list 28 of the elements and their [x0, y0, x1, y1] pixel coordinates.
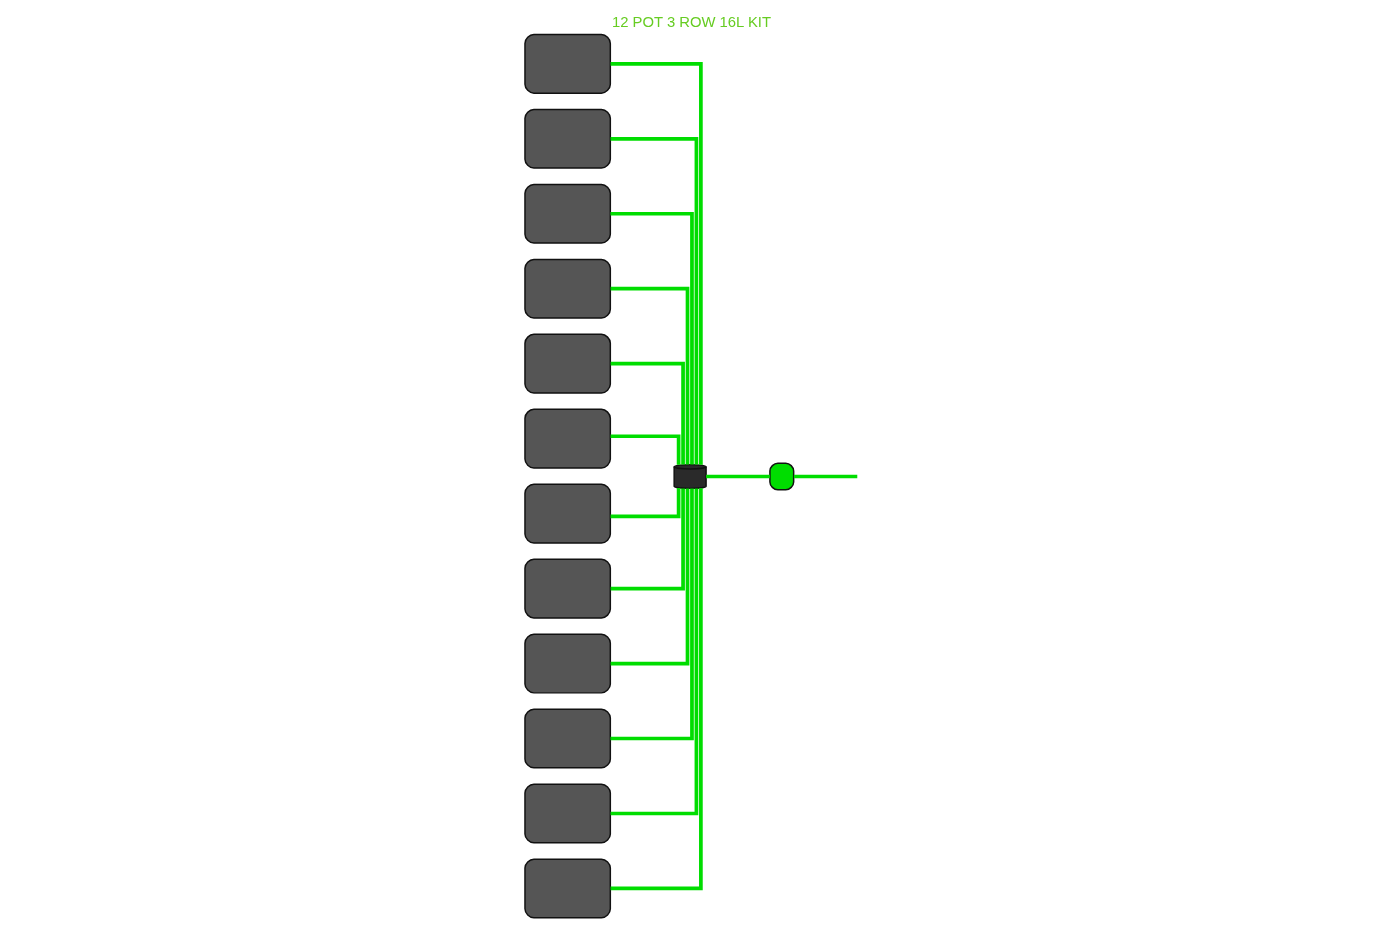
node-box [523, 483, 611, 544]
connector [610, 61, 703, 465]
node-box [523, 558, 611, 619]
node-box [523, 33, 611, 94]
node-box [523, 633, 611, 694]
connector [610, 488, 698, 816]
connector [610, 136, 698, 465]
node-box [523, 783, 611, 844]
node-box [523, 708, 611, 769]
node-box [523, 408, 611, 469]
node-box [523, 858, 611, 919]
connector [610, 286, 689, 465]
connector [610, 488, 703, 891]
connector [610, 434, 680, 465]
connector [609, 488, 694, 741]
connector [610, 488, 685, 591]
node-box [523, 108, 611, 169]
node-box [523, 183, 611, 244]
connector [610, 361, 685, 465]
node-box [523, 333, 611, 394]
connector [610, 488, 680, 519]
node-box [768, 462, 794, 491]
connector [705, 474, 770, 479]
connector [609, 211, 694, 465]
connector [610, 488, 689, 666]
connector [793, 474, 857, 479]
diagram-title: 12 POT 3 ROW 16L KIT [611, 14, 771, 31]
node-box [523, 258, 611, 319]
